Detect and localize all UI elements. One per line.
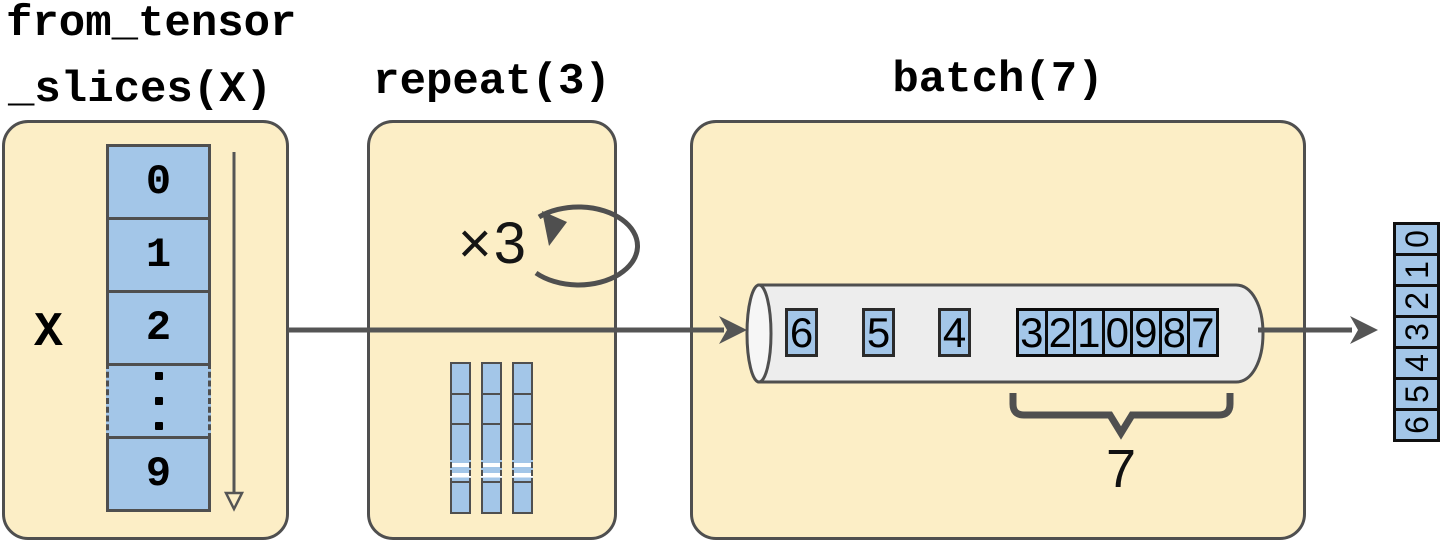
output-digit: 0 (1398, 230, 1435, 248)
queue-cell: 4 (938, 308, 971, 357)
mini-cell (512, 423, 533, 456)
title-from-tensor-line1: from_tensor (6, 0, 297, 49)
mini-column (450, 362, 471, 514)
tensor-cell: 1 (106, 217, 211, 293)
output-digit: 1 (1398, 261, 1435, 279)
ellipsis-dot (154, 397, 163, 405)
mini-column (481, 362, 502, 514)
title-from-tensor-line2: _slices(X) (8, 65, 273, 115)
mini-cell (512, 362, 533, 395)
ellipsis-dot (154, 422, 163, 430)
output-cell: 1 (1393, 253, 1440, 287)
output-tensor-stack: 0 1 2 3 4 5 6 (1393, 222, 1440, 442)
batch-group-cell: 2 (1044, 308, 1076, 357)
output-cell: 2 (1393, 284, 1440, 318)
title-repeat: repeat(3) (373, 57, 611, 107)
batch-group-cell: 9 (1130, 308, 1162, 357)
mini-column (512, 362, 533, 514)
queue-cell: 6 (785, 308, 818, 357)
batch-group: 3 2 1 0 9 8 7 (1016, 308, 1219, 357)
output-digit: 2 (1398, 292, 1435, 310)
batch-group-cell: 7 (1187, 308, 1219, 357)
output-cell: 6 (1393, 408, 1440, 442)
output-digit: 5 (1398, 385, 1435, 403)
mini-cell (481, 423, 502, 456)
tensor-ellipsis-cell (106, 363, 211, 439)
queue-cell: 5 (862, 308, 895, 357)
mini-cell (481, 481, 502, 514)
x-label: X (34, 306, 63, 360)
mini-ellipsis-cell (481, 453, 502, 484)
mini-cell (450, 392, 471, 426)
title-batch: batch(7) (892, 55, 1104, 105)
batch-group-cell: 8 (1158, 308, 1190, 357)
batch-size-label: 7 (1105, 439, 1137, 499)
output-cell: 4 (1393, 346, 1440, 380)
batch-group-cell: 1 (1073, 308, 1105, 357)
output-digit: 4 (1398, 354, 1435, 372)
tensor-cell: 0 (106, 144, 211, 220)
tensor-cell: 2 (106, 290, 211, 366)
loop-label: ×3 (457, 211, 529, 276)
mini-ellipsis-cell (512, 453, 533, 484)
output-cell: 3 (1393, 315, 1440, 349)
mini-cell (450, 481, 471, 514)
output-cell: 5 (1393, 377, 1440, 411)
batch-group-cell: 0 (1101, 308, 1133, 357)
mini-ellipsis-cell (450, 453, 471, 484)
mini-cell (512, 392, 533, 426)
mini-cell (450, 423, 471, 456)
tensor-cell: 9 (106, 436, 211, 512)
batch-group-cell: 3 (1016, 308, 1048, 357)
tensor-column: 0 1 2 9 (106, 144, 211, 512)
mini-cell (512, 481, 533, 514)
output-arrowhead-icon (1350, 316, 1378, 344)
repeated-dataset-copies (450, 362, 534, 514)
mini-cell (481, 362, 502, 395)
output-cell: 0 (1393, 222, 1440, 256)
mini-cell (450, 362, 471, 395)
ellipsis-dot (154, 372, 163, 380)
output-digit: 3 (1398, 323, 1435, 341)
output-digit: 6 (1398, 416, 1435, 434)
mini-cell (481, 392, 502, 426)
